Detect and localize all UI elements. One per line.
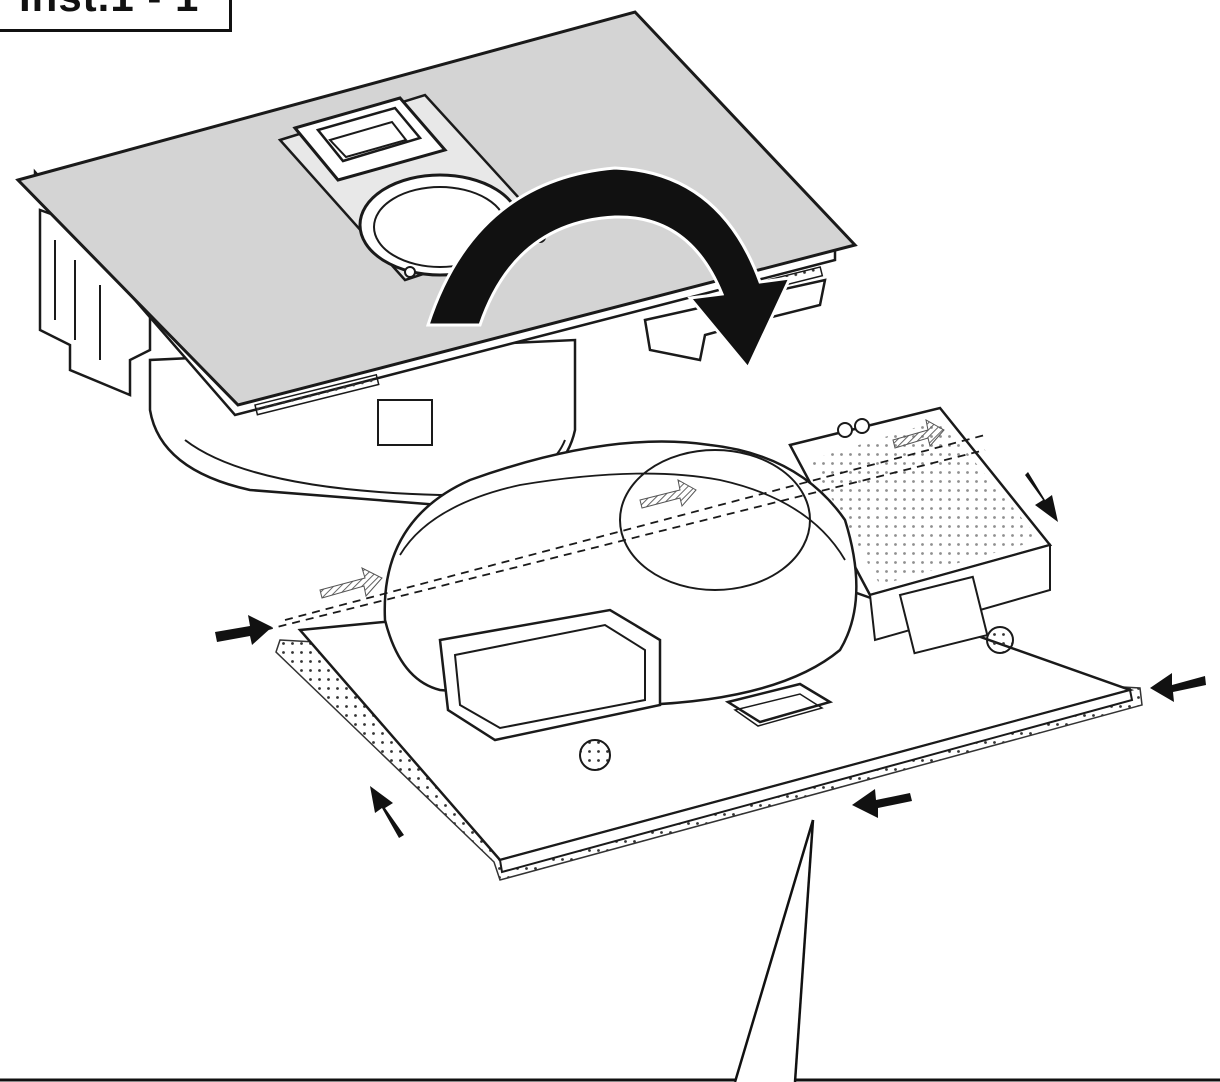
fuse-cap bbox=[837, 422, 853, 438]
vent-disc-right bbox=[986, 626, 1014, 654]
terminal-block bbox=[898, 575, 989, 655]
access-hatch bbox=[724, 682, 834, 724]
vent-disc-left bbox=[579, 739, 611, 771]
guide-line bbox=[284, 434, 986, 621]
vent-strip-front bbox=[254, 373, 380, 416]
airflow-arrow-icon bbox=[319, 419, 945, 599]
figure-label: Inst.1 - 1 bbox=[19, 0, 199, 21]
rotate-arrow-icon bbox=[425, 166, 793, 371]
figure-label-box: Inst.1 - 1 bbox=[0, 0, 232, 32]
blower-cover bbox=[619, 449, 811, 591]
housing-panel bbox=[377, 399, 433, 446]
guide-line bbox=[264, 449, 986, 631]
callout-line bbox=[733, 819, 815, 1082]
callout-line bbox=[793, 819, 815, 1082]
push-arrow-icon bbox=[215, 472, 1206, 838]
hob-underside bbox=[264, 406, 1143, 881]
